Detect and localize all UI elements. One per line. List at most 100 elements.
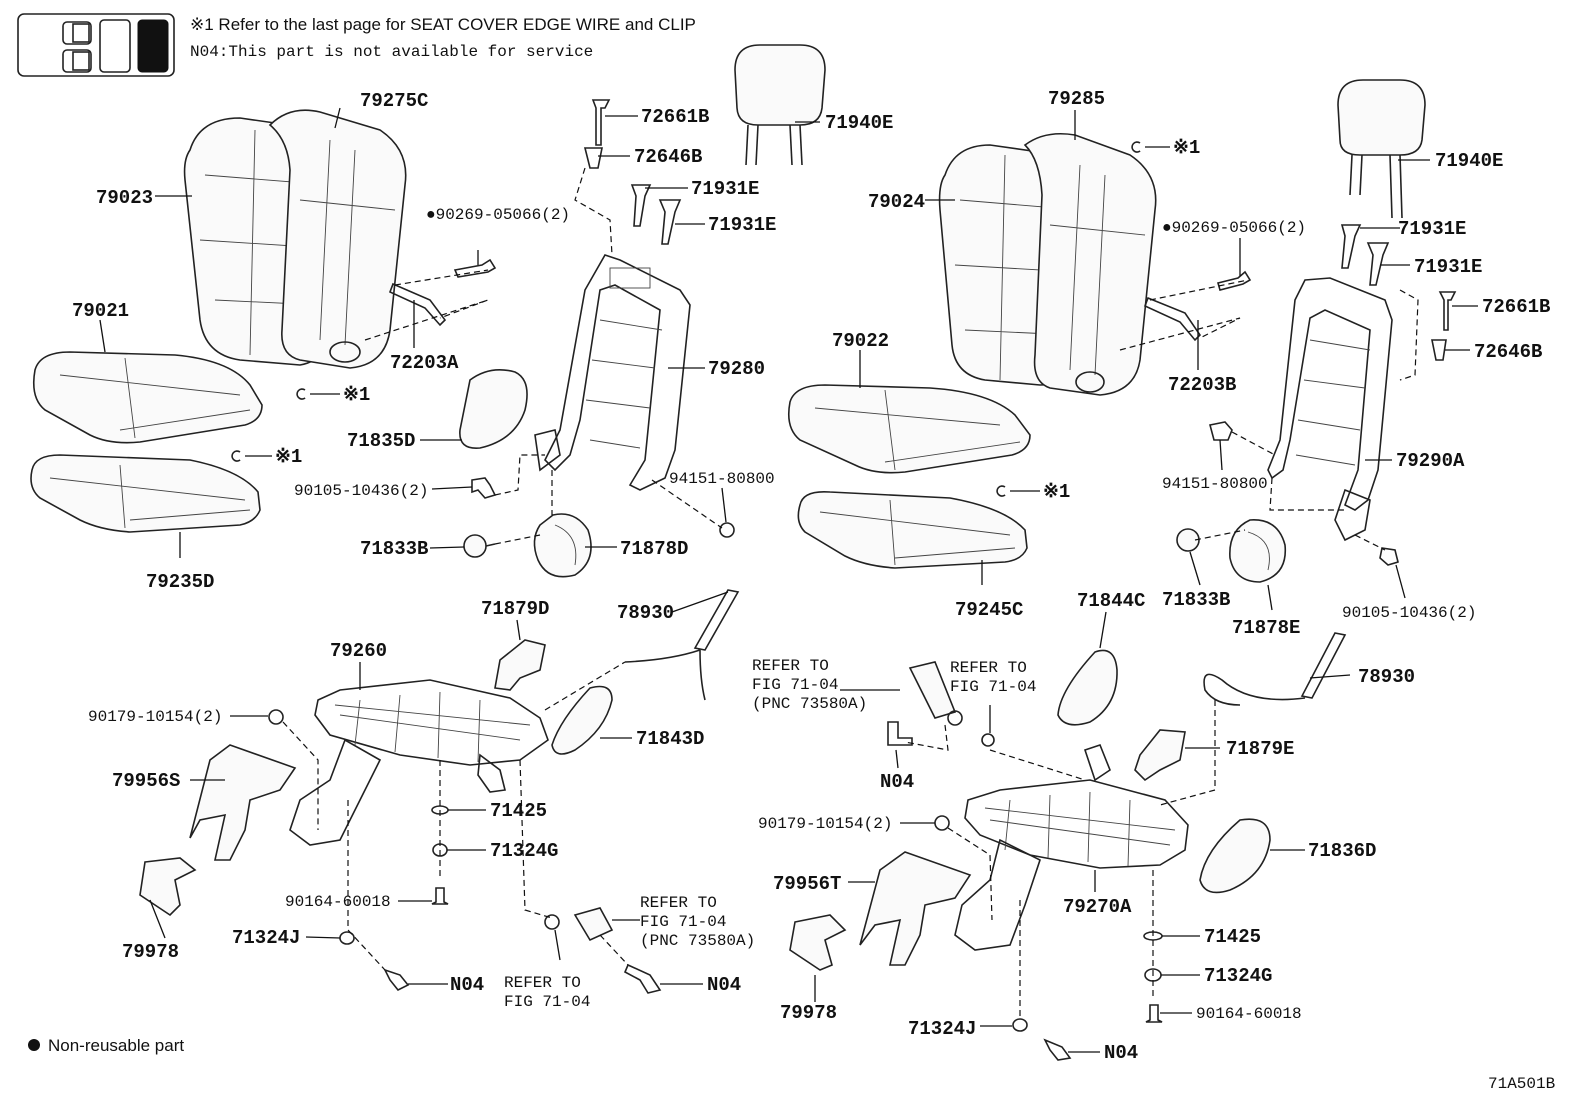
seatback-frame-79280	[534, 254, 691, 491]
label-90269-left: ●90269-05066(2)	[426, 206, 570, 224]
svg-text:REFER TO: REFER TO	[950, 659, 1027, 677]
refer-to-fig-left-anchor: REFER TO FIG 71-04	[504, 974, 590, 1011]
bolt-90164-right	[1145, 1004, 1163, 1023]
bolt-90269-right	[1217, 270, 1252, 291]
label-79024: 79024	[868, 191, 925, 213]
label-71835D: 71835D	[347, 430, 415, 452]
label-71425-left: 71425	[490, 800, 547, 822]
cushion-frame-79270A	[954, 744, 1189, 951]
nut-94151-left	[719, 522, 735, 538]
svg-text:REFER TO: REFER TO	[640, 894, 717, 912]
label-71844C: 71844C	[1077, 590, 1145, 612]
label-90164-left: 90164-60018	[285, 893, 391, 911]
label-71833B-right: 71833B	[1162, 589, 1230, 611]
label-71324J-right: 71324J	[908, 1018, 976, 1040]
label-72203B: 72203B	[1168, 374, 1236, 396]
svg-text:FIG 71-04: FIG 71-04	[640, 913, 726, 931]
label-79275C: 79275C	[360, 90, 428, 112]
label-79978-right: 79978	[780, 1002, 837, 1024]
label-79021: 79021	[72, 300, 129, 322]
seatbelt-buckle-right	[887, 661, 995, 747]
label-90269-right: ●90269-05066(2)	[1162, 219, 1306, 237]
label-90164-right: 90164-60018	[1196, 1005, 1302, 1023]
label-79290A: 79290A	[1396, 450, 1465, 472]
svg-text:REFER TO: REFER TO	[504, 974, 581, 992]
label-71940E-left: 71940E	[825, 112, 893, 134]
nut-90179-right	[934, 815, 950, 831]
edge-wire-markers: ※1 ※1 ※1 ※1	[231, 137, 1200, 503]
label-71833B-left: 71833B	[360, 538, 428, 560]
headrest-guides-right	[1340, 224, 1457, 361]
legend-text: Non-reusable part	[48, 1036, 184, 1055]
cover-71833B-left	[463, 534, 496, 558]
svg-text:※1: ※1	[343, 384, 370, 406]
bolt-n04-left1	[383, 968, 410, 992]
bolt-90105-right	[1379, 547, 1399, 566]
recliner-cover-71878D	[533, 513, 592, 578]
label-71324G-right: 71324G	[1204, 965, 1272, 987]
figure-code: 71A501B	[1488, 1075, 1555, 1093]
cover-79978-left	[139, 857, 197, 917]
label-78930-left: 78930	[617, 602, 674, 624]
non-reusable-dot-icon	[28, 1039, 40, 1051]
n04-note: N04:This part is not available for servi…	[190, 43, 593, 61]
bolt-n04-left2	[623, 963, 662, 994]
headrest-71940E-right	[1337, 79, 1426, 219]
nut-90179-left	[268, 709, 284, 725]
label-72646B-left: 72646B	[634, 146, 702, 168]
label-90179-right: 90179-10154(2)	[758, 815, 892, 833]
label-79956T: 79956T	[773, 873, 841, 895]
seatback-pad-79285	[1023, 132, 1157, 396]
label-n04-left1: N04	[450, 974, 484, 996]
bolt-90269-left	[453, 258, 497, 278]
cable-78930-left	[624, 589, 740, 701]
label-71931E-left2: 71931E	[708, 214, 776, 236]
label-71324J-left: 71324J	[232, 927, 300, 949]
label-n04-right2: N04	[1104, 1042, 1138, 1064]
label-72661B-right: 72661B	[1482, 296, 1550, 318]
cover-71833B-right	[1176, 528, 1200, 552]
bushing-71324J-right	[1012, 1018, 1028, 1032]
label-71425-right: 71425	[1204, 926, 1261, 948]
cover-79978-right	[789, 914, 847, 971]
cover-79956T	[859, 851, 972, 966]
svg-text:REFER TO: REFER TO	[752, 657, 829, 675]
seat-position-icon	[17, 13, 175, 77]
cable-78930-right	[1203, 632, 1347, 706]
label-71878D: 71878D	[620, 538, 688, 560]
pad-71836D	[1199, 818, 1271, 894]
label-78930-right: 78930	[1358, 666, 1415, 688]
svg-text:FIG 71-04: FIG 71-04	[752, 676, 838, 694]
refer-to-fig-right-buckle: REFER TO FIG 71-04 (PNC 73580A)	[752, 657, 867, 713]
label-90179-left: 90179-10154(2)	[88, 708, 222, 726]
label-71931E-right2: 71931E	[1414, 256, 1482, 278]
pad-71844C	[1057, 649, 1118, 726]
label-71878E: 71878E	[1232, 617, 1300, 639]
label-71940E-right: 71940E	[1435, 150, 1503, 172]
label-94151-left: 94151-80800	[669, 470, 775, 488]
headrest-guides-left	[583, 99, 682, 245]
bolt-n04-right	[1043, 1038, 1072, 1061]
bolt-90164-left	[431, 887, 449, 905]
cushion-frame-79260	[289, 679, 549, 846]
svg-text:(PNC 73580A): (PNC 73580A)	[640, 932, 755, 950]
label-90105-right: 90105-10436(2)	[1342, 604, 1476, 622]
assembly-lines	[282, 167, 1419, 1020]
svg-text:※1: ※1	[1173, 137, 1200, 159]
svg-text:※1: ※1	[1043, 481, 1070, 503]
label-79280: 79280	[708, 358, 765, 380]
seat-cushion-pad-79245C	[797, 490, 1028, 569]
refer-to-fig-left-buckle: REFER TO FIG 71-04 (PNC 73580A)	[640, 894, 755, 950]
headrest-71940E-left	[734, 44, 826, 166]
seatback-pad-79275C	[268, 109, 407, 369]
svg-text:FIG 71-04: FIG 71-04	[950, 678, 1036, 696]
label-71324G-left: 71324G	[490, 840, 558, 862]
label-71879D: 71879D	[481, 598, 549, 620]
recliner-cover-71878E	[1229, 519, 1287, 583]
label-71836D: 71836D	[1308, 840, 1376, 862]
seat-cushion-cover-79021	[32, 351, 263, 444]
label-71931E-left1: 71931E	[691, 178, 759, 200]
bracket-71879E	[1134, 729, 1186, 782]
seat-cushion-cover-79022	[787, 384, 1031, 474]
